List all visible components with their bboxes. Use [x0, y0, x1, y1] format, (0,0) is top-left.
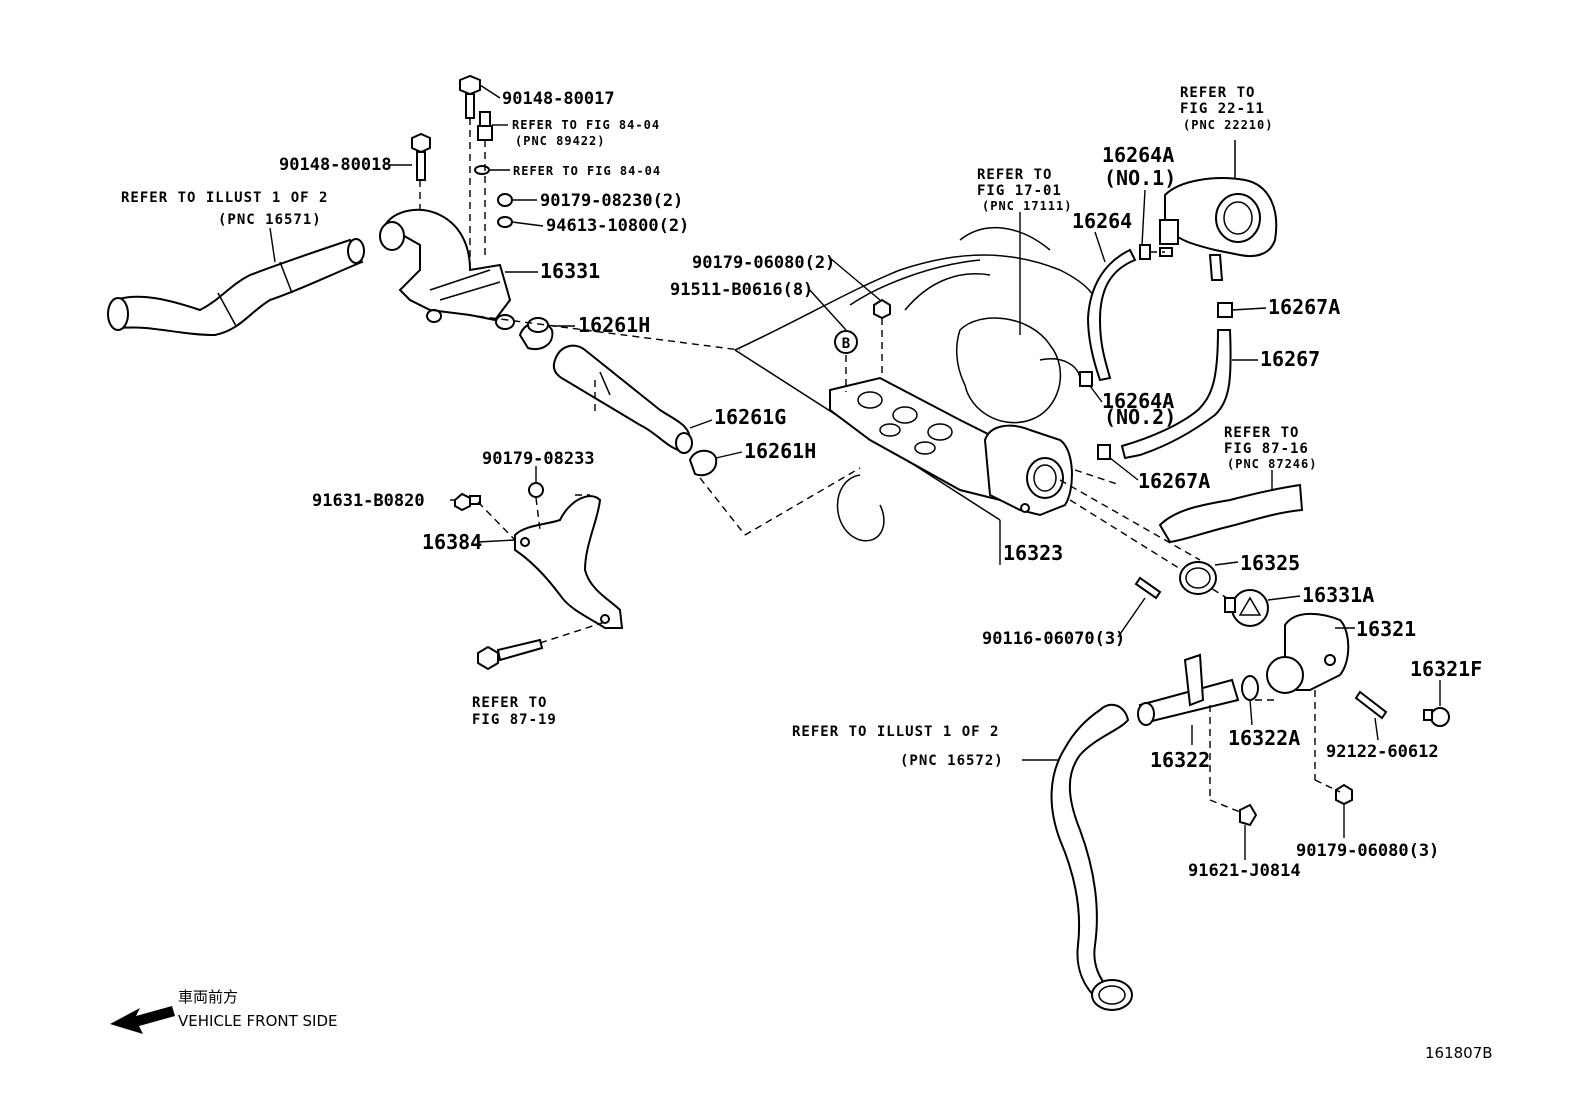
- part-labels: 90148-80017 REFER TO FIG 84-04 (PNC 8942…: [121, 85, 1482, 881]
- label-16384: 16384: [422, 530, 482, 554]
- hose-16264: [1086, 248, 1137, 382]
- bolt-91631-b0820-icon: [454, 492, 481, 512]
- label-ref-fig84-04-a: REFER TO FIG 84-04: [512, 118, 660, 132]
- bolt-91621-j0814-icon: [1239, 803, 1258, 827]
- front-arrow-icon: [110, 1006, 175, 1034]
- label-front-jp: 車両前方: [178, 988, 238, 1006]
- label-ref-fig17-01-b: FIG 17-01: [977, 183, 1062, 199]
- label-pnc-22210: (PNC 22210): [1183, 118, 1273, 132]
- label-16261h-upper: 16261H: [578, 313, 650, 337]
- label-ref-fig84-04-b: REFER TO FIG 84-04: [513, 164, 661, 178]
- label-16321: 16321: [1356, 617, 1416, 641]
- label-16261g: 16261G: [714, 405, 786, 429]
- label-16267: 16267: [1260, 347, 1320, 371]
- o-ring-16322a-icon: [1241, 675, 1259, 701]
- stud-92122-60612-icon: [1354, 690, 1388, 720]
- label-16264a-no1-sub: (NO.1): [1104, 166, 1176, 190]
- label-16264a-no2-sub: (NO.2): [1104, 405, 1176, 429]
- nut-90179-06080-3-icon: [1335, 783, 1353, 806]
- label-91631-b0820: 91631-B0820: [312, 491, 425, 511]
- label-pnc-16572: (PNC 16572): [900, 753, 1004, 769]
- manifold-gasket: [829, 376, 1001, 502]
- gasket-16325-icon: [1179, 561, 1217, 595]
- bracket-16384: [514, 495, 624, 629]
- label-16331a: 16331A: [1302, 583, 1374, 607]
- fitting-16267a-lower-icon: [1097, 444, 1111, 460]
- label-90148-80018: 90148-80018: [279, 155, 392, 175]
- label-16267a-upper: 16267A: [1268, 295, 1340, 319]
- label-pnc-87246: (PNC 87246): [1227, 457, 1317, 471]
- label-16261h-lower: 16261H: [744, 439, 816, 463]
- stud-90116-06070-icon: [1134, 576, 1162, 600]
- label-16264a-no2: 16264A: [1102, 389, 1174, 413]
- callout-b-marker: B: [834, 330, 858, 354]
- label-pnc-16571: (PNC 16571): [218, 212, 322, 228]
- water-outlet-16331: [379, 208, 515, 330]
- label-pnc-17111: (PNC 17111): [982, 199, 1072, 213]
- washer-94613-10800-icon: [497, 216, 513, 228]
- bolt-90148-80018-icon: [411, 132, 431, 181]
- label-16323: 16323: [1003, 541, 1063, 565]
- label-90179-08233: 90179-08233: [482, 449, 595, 469]
- label-ref-fig87-16-a: REFER TO: [1224, 425, 1299, 441]
- dashed-guides-thermostat: [1209, 690, 1341, 813]
- plug-16321f-icon: [1423, 707, 1450, 727]
- label-front-en: VEHICLE FRONT SIDE: [178, 1012, 338, 1030]
- label-90179-06080-2: 90179-06080(2): [692, 253, 835, 273]
- label-ref-fig87-19-b: FIG 87-19: [472, 712, 557, 728]
- radiator-hose-lower: [1050, 703, 1133, 1011]
- hose-clamp-16261h-lower: [688, 449, 718, 477]
- label-91621-j0814: 91621-J0814: [1188, 861, 1301, 881]
- vehicle-front-indicator: 車両前方 VEHICLE FRONT SIDE: [110, 988, 338, 1034]
- fitting-16264a-no2-icon: [1079, 371, 1093, 387]
- label-ref-fig22-11-b: FIG 22-11: [1180, 101, 1265, 117]
- label-ref-fig87-16-b: FIG 87-16: [1224, 441, 1309, 457]
- hose-16261g: [552, 344, 693, 454]
- hose-clamp-16261h-upper: [518, 317, 554, 350]
- label-16331: 16331: [540, 259, 600, 283]
- label-16322a: 16322A: [1228, 726, 1300, 750]
- sensor-89422-icon: [477, 111, 493, 141]
- nut-90179-08233-icon: [528, 482, 544, 498]
- thermostat-16331a-icon: [1224, 589, 1269, 627]
- radiator-hose-upper: [107, 238, 365, 337]
- label-94613-10800: 94613-10800(2): [546, 216, 689, 236]
- label-90179-08230: 90179-08230(2): [540, 191, 683, 211]
- label-91511-b0616: 91511-B0616(8): [670, 280, 813, 300]
- label-16321f: 16321F: [1410, 657, 1482, 681]
- fitting-16267a-upper-icon: [1217, 302, 1233, 318]
- label-16322: 16322: [1150, 748, 1210, 772]
- label-90148-80017: 90148-80017: [502, 89, 615, 109]
- label-16325: 16325: [1240, 551, 1300, 575]
- label-90116-06070: 90116-06070(3): [982, 629, 1125, 649]
- throttle-body: [1159, 140, 1278, 281]
- leader-lines: [269, 84, 1441, 860]
- callout-b-letter: B: [842, 336, 850, 352]
- label-16264: 16264: [1072, 209, 1132, 233]
- label-90179-06080-3: 90179-06080(3): [1296, 841, 1439, 861]
- label-ref-fig22-11-a: REFER TO: [1180, 85, 1255, 101]
- bolt-fig87-19-icon: [477, 638, 544, 671]
- water-pipe-16322: [1137, 653, 1240, 726]
- label-16267a-lower: 16267A: [1138, 469, 1210, 493]
- nut-90179-06080-icon: [873, 298, 891, 320]
- bolt-90148-80017-icon: [459, 74, 481, 119]
- water-inlet-16321: [1266, 612, 1350, 694]
- label-ref-fig17-01-a: REFER TO: [977, 167, 1052, 183]
- hose-87246: [1158, 483, 1304, 544]
- label-ref-illust-1: REFER TO ILLUST 1 OF 2: [121, 190, 328, 206]
- label-16264a-no1: 16264A: [1102, 143, 1174, 167]
- drawing-number: 161807B: [1425, 1044, 1493, 1062]
- label-92122-60612: 92122-60612: [1326, 742, 1439, 762]
- dashed-guides-bracket: [477, 494, 606, 644]
- water-inlet-housing-16323: [983, 424, 1073, 517]
- label-pnc-89422: (PNC 89422): [515, 134, 605, 148]
- dashed-guides-left: [419, 118, 861, 536]
- label-ref-fig87-19-a: REFER TO: [472, 695, 547, 711]
- gasket-icon: [474, 165, 490, 175]
- nut-90179-08230-icon: [497, 193, 513, 207]
- label-ref-illust-2: REFER TO ILLUST 1 OF 2: [792, 724, 999, 740]
- hose-16267: [1120, 329, 1232, 460]
